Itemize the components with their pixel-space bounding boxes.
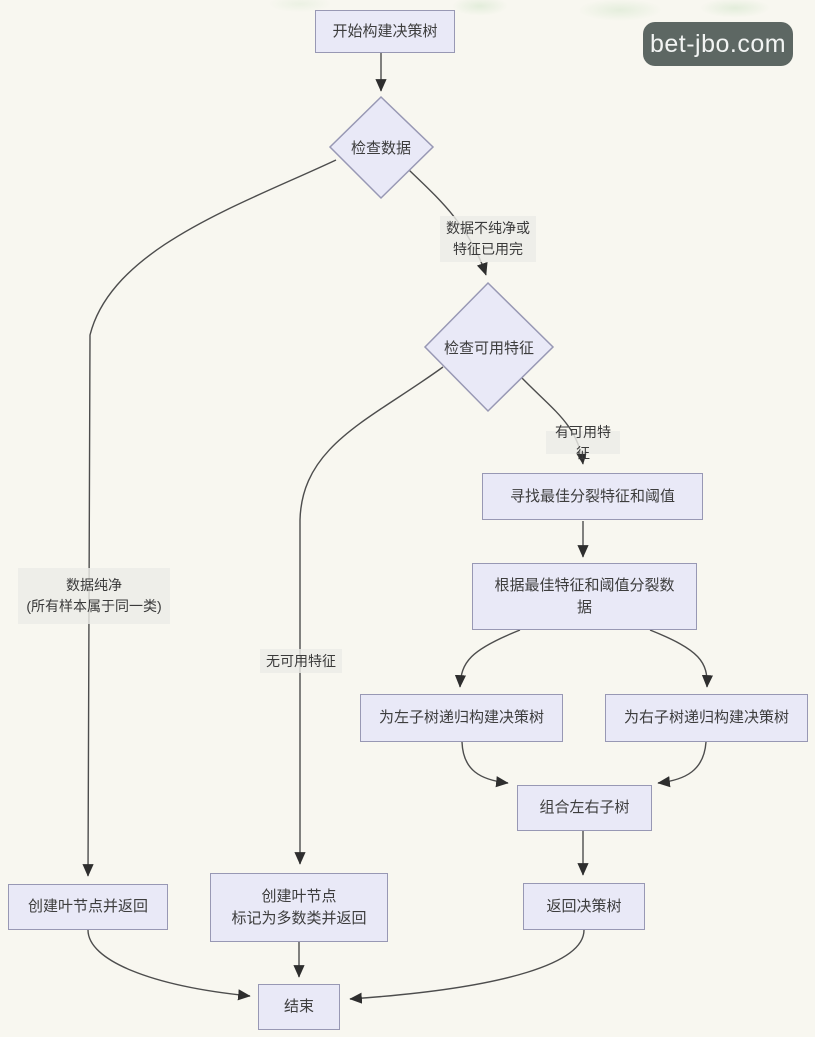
edge-split-data-to-right-subtree	[649, 629, 714, 688]
node-find-best-split: 寻找最佳分裂特征和阈值	[482, 473, 703, 520]
node-right-subtree: 为右子树递归构建决策树	[605, 694, 808, 742]
node-end: 结束	[258, 984, 340, 1030]
edge-return-tree-to-end	[349, 929, 585, 1004]
decision-check-features-shape	[423, 281, 555, 413]
decision-check-data-shape	[328, 95, 435, 200]
edge-label-no-features: 无可用特征	[260, 649, 342, 673]
edge-label-pure: 数据纯净 (所有样本属于同一类)	[18, 568, 170, 624]
edge-leaf-return-to-end	[87, 929, 251, 1001]
watermark-badge: bet-jbo.com	[643, 22, 793, 66]
node-start: 开始构建决策树	[315, 10, 455, 53]
edge-left-subtree-to-combine	[461, 741, 509, 788]
edge-label-impure: 数据不纯净或 特征已用完	[440, 216, 536, 262]
node-leaf-return: 创建叶节点并返回	[8, 884, 168, 930]
node-left-subtree: 为左子树递归构建决策树	[360, 694, 563, 742]
node-split-data: 根据最佳特征和阈值分裂数 据	[472, 563, 697, 630]
node-combine-subtrees: 组合左右子树	[517, 785, 652, 831]
edge-right-subtree-to-combine	[657, 741, 707, 788]
node-return-tree: 返回决策树	[523, 883, 645, 930]
node-check-features: 检查可用特征	[443, 339, 534, 357]
edge-check-data-to-leaf-return	[82, 159, 337, 877]
edge-split-data-to-left-subtree	[454, 629, 521, 688]
edge-label-has-features: 有可用特征	[546, 424, 620, 461]
edge-check-features-to-leaf-majority	[294, 366, 444, 865]
node-leaf-majority: 创建叶节点 标记为多数类并返回	[210, 873, 388, 942]
node-check-data: 检查数据	[350, 139, 411, 157]
